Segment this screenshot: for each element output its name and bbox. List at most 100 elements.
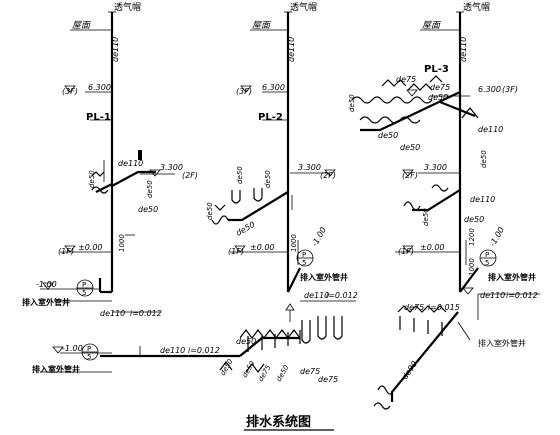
riser-pl1-label: PL-1 — [86, 112, 111, 123]
roof-label-pl3: 屋面 — [422, 20, 442, 31]
de50-pl2-v1: de50 — [206, 202, 214, 220]
elev-6300-pl1: 6.300 — [88, 83, 111, 92]
de75-lower-b: de75 — [318, 375, 338, 384]
elev-m1-pl1: -1.00 — [36, 280, 57, 289]
elev-m1-lower-left: -1.00 — [62, 344, 83, 353]
manhole-ref-4 — [81, 343, 99, 361]
de75-lower-a: de75 — [300, 367, 320, 376]
slope-lower-right: i=0.015 — [428, 303, 460, 312]
de110-riser-pl3: de110 — [459, 37, 468, 62]
level-3f-pl3: (3F) — [502, 85, 518, 94]
de50-lower-v2: de50 — [241, 359, 257, 379]
de110-pl3-out: de110 — [480, 291, 505, 300]
slope-pl1: i=0.012 — [130, 309, 162, 318]
de50-lower-v4: de50 — [275, 363, 291, 383]
elev-m1-pl3: -1.00 — [488, 226, 506, 248]
elev-0-pl2: ±0.00 — [250, 243, 275, 252]
outlet-lower-left — [40, 303, 343, 373]
manhole-ref-4-num: 5 — [87, 353, 91, 361]
manhole-ref-3-num: 5 — [485, 259, 489, 267]
de50-pl2: de50 — [235, 220, 257, 238]
manhole-ref-2 — [296, 249, 314, 267]
vent-cap-label-pl2: 透气帽 — [290, 1, 317, 13]
de110-pl1-out: de110 — [100, 309, 125, 318]
manhole-ref-2-num: 5 — [302, 259, 306, 267]
level-1f-pl2: (1F) — [228, 247, 244, 256]
de110-riser-pl2: de110 — [287, 37, 296, 62]
de50-pl3-v3: de50 — [422, 208, 430, 226]
to-manhole-lower-right: 排入室外管井 — [478, 338, 526, 348]
riser-pl2 — [211, 11, 356, 302]
de75-lower-right: de75 — [404, 303, 424, 312]
level-3f-pl2: (3F) — [236, 87, 252, 96]
dim-1200-pl3: 1200 — [468, 228, 476, 246]
de75-lower-v3: de75 — [257, 363, 273, 383]
level-2f-pl3: (2F) — [402, 171, 418, 180]
roof-label-pl1: 屋面 — [72, 20, 92, 31]
elev-0-pl1: ±0.00 — [78, 243, 103, 252]
to-manhole-pl3: 排入室外管井 — [488, 272, 536, 282]
level-1f-pl1: (1F) — [58, 247, 74, 256]
to-manhole-pl1: 排入室外管井 — [22, 297, 70, 307]
de50-pl1: de50 — [138, 205, 158, 214]
manhole-ref-1 — [76, 279, 94, 297]
manhole-ref-1-letter: P — [82, 281, 86, 289]
dim-1000-pl1: 1000 — [118, 234, 126, 252]
riser-pl3 — [351, 11, 540, 295]
de110-lower-left: de110 — [160, 346, 185, 355]
vent-cap-label-pl3: 透气帽 — [463, 1, 490, 13]
outlet-lower-right — [373, 294, 479, 410]
level-3f-pl1: (3F) — [62, 87, 78, 96]
elev-3300-pl2: 3.300 — [298, 163, 321, 172]
vent-cap-label-pl1: 透气帽 — [114, 1, 141, 13]
elev-m1-pl2: -1.00 — [310, 226, 328, 248]
elev-6300-pl2: 6.300 — [262, 83, 285, 92]
level-2f-pl2: (2F) — [320, 171, 336, 180]
de50-pl2-v3: de50 — [264, 170, 272, 188]
manhole-ref-4-letter: P — [87, 345, 91, 353]
manhole-ref-3-letter: P — [485, 251, 489, 259]
de50-lower-a: de50 — [236, 337, 256, 346]
elev-0-pl3: ±0.00 — [420, 243, 445, 252]
text-labels: 透气帽 透气帽 透气帽 屋面 屋面 屋面 de110 de110 de110 (… — [22, 1, 538, 431]
riser-pl3-label: PL-3 — [424, 64, 449, 75]
slope-pl2: i=0.012 — [326, 291, 358, 300]
de50-pl3-c: de50 — [428, 93, 448, 102]
de50-pl2-v2: de50 — [236, 166, 244, 184]
elev-6300-pl3: 6.300 — [478, 85, 501, 94]
de50-pl1-v: de50 — [88, 170, 96, 188]
de50-pl3-e: de50 — [400, 143, 420, 152]
slope-lower-left: i=0.012 — [188, 346, 220, 355]
de75-pl3-b: de75 — [430, 83, 450, 92]
elev-3300-pl3: 3.300 — [424, 163, 447, 172]
level-1f-pl3: (1F) — [398, 247, 414, 256]
to-manhole-pl2: 排入室外管井 — [300, 272, 348, 282]
de50-pl1-v2: de50 — [146, 180, 154, 198]
manhole-ref-3 — [479, 249, 497, 267]
dim-1000-pl3: 1000 — [468, 258, 476, 276]
de50-pl3-2f: de50 — [464, 215, 484, 224]
de110-riser-pl1: de110 — [111, 37, 120, 62]
de75-pl3: de75 — [396, 75, 416, 84]
de110-pl3-3f: de110 — [478, 125, 503, 134]
elevation-markers — [42, 85, 474, 354]
de110-pl3-2f: de110 — [470, 195, 495, 204]
de50-pl3-v2: de50 — [480, 150, 488, 168]
elev-3300-pl1: 3.300 — [160, 163, 183, 172]
to-manhole-lower-left: 排入室外管井 — [32, 364, 80, 374]
riser-pl1 — [40, 11, 175, 313]
de90-lower-right: de90 — [400, 359, 419, 381]
drawing-title: 排水系统图 — [246, 414, 311, 430]
de50-lower-v1: de50 — [219, 357, 235, 377]
level-2f-pl1: (2F) — [182, 171, 198, 180]
manhole-ref-1-num: 5 — [82, 289, 86, 297]
dim-1000-pl2: 1000 — [290, 234, 298, 252]
de110-pl2-out: de110 — [304, 291, 329, 300]
de110-pl1-2f: de110 — [118, 159, 143, 168]
de50-pl3-d: de50 — [378, 131, 398, 140]
riser-pl2-label: PL-2 — [258, 112, 283, 123]
manhole-ref-2-letter: P — [302, 251, 306, 259]
roof-label-pl2: 屋面 — [252, 20, 272, 31]
